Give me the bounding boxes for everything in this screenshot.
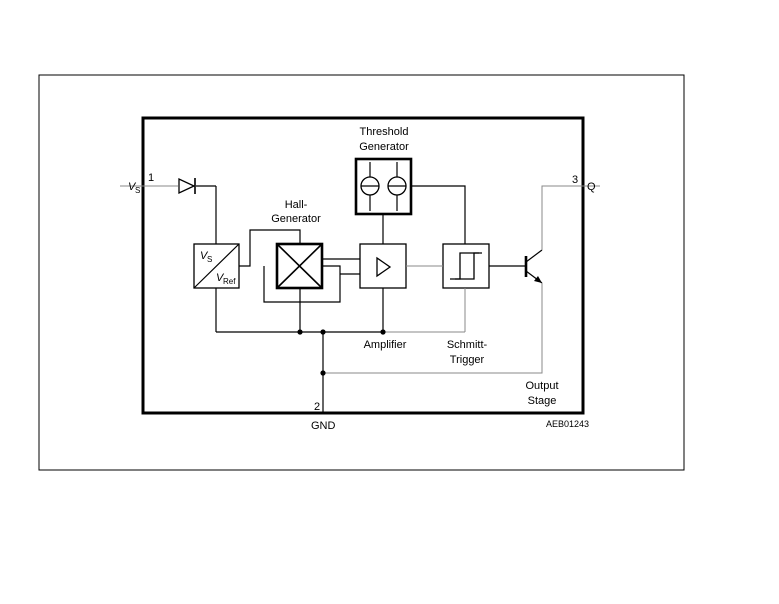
- output-q-wire: [541, 185, 600, 250]
- schmitt-label-line2: Trigger: [450, 354, 485, 366]
- transistor-icon: [524, 249, 543, 284]
- vs-input-wire: [120, 185, 217, 244]
- hall-generator-block: [275, 242, 324, 290]
- threshold-generator-block: [354, 157, 413, 216]
- ground-rail: [215, 288, 466, 414]
- amplifier-triangle-icon: [376, 256, 392, 278]
- regulator-vref-label: V: [216, 272, 225, 284]
- vs-pin-sub: S: [135, 186, 140, 195]
- threshold-label-line1: Threshold: [360, 126, 409, 138]
- schmitt-trigger-block: [442, 243, 490, 289]
- chip-boundary: [141, 116, 585, 415]
- schmitt-label-line1: Schmitt-: [447, 339, 488, 351]
- q-pin-label: Q: [587, 181, 596, 193]
- regulator-vs-sub: S: [207, 255, 212, 264]
- amplifier-block: [359, 243, 407, 289]
- output-label-line2: Stage: [528, 395, 557, 407]
- gnd-label: GND: [311, 420, 336, 432]
- emitter-ground-wire: [323, 283, 543, 374]
- pin-1-label: 1: [148, 172, 154, 184]
- vs-pin-label: V: [128, 181, 137, 193]
- outer-frame: [38, 74, 685, 471]
- hall-label-line2: Generator: [271, 213, 321, 225]
- hall-supply-wires: [239, 229, 341, 303]
- pin-2-label: 2: [314, 401, 320, 413]
- output-label-line1: Output: [525, 380, 558, 392]
- junction-dots: [297, 329, 386, 376]
- hall-label-line1: Hall-: [285, 199, 308, 211]
- amplifier-label: Amplifier: [364, 339, 407, 351]
- threshold-to-schmitt-wire: [411, 185, 466, 244]
- diagram-code: AEB01243: [546, 419, 589, 429]
- hall-to-amplifier-wires: [322, 258, 360, 275]
- diode-icon: [178, 177, 196, 195]
- threshold-label-line2: Generator: [359, 141, 409, 153]
- regulator-vs-label: V: [200, 250, 209, 262]
- regulator-vref-sub: Ref: [223, 277, 236, 286]
- pin-3-label: 3: [572, 174, 578, 186]
